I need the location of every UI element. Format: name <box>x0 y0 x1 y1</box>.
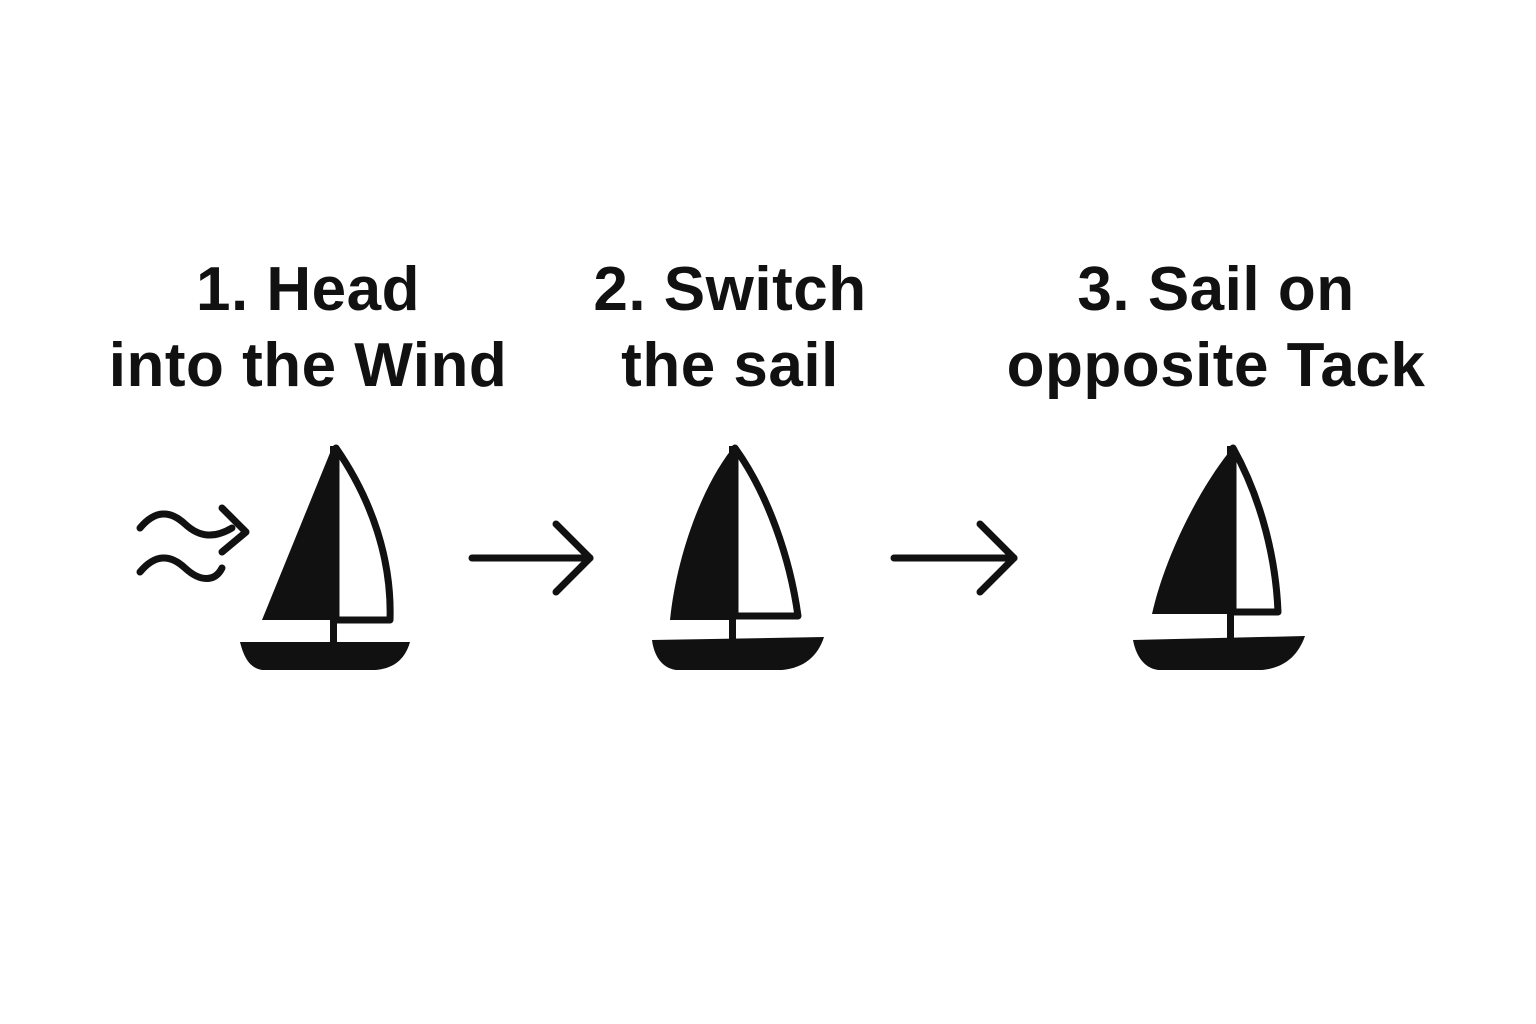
step-3-label-line-1: 3. Sail on <box>1077 255 1355 324</box>
sailboat-icon <box>240 444 410 670</box>
sailboat-3-hull <box>1133 636 1305 670</box>
sailboat-1-hull <box>240 642 410 670</box>
step-2-label: 2. Switch the sail <box>500 252 960 404</box>
arrow-right-icon <box>468 520 594 596</box>
sailboat-icon <box>1133 444 1305 670</box>
sailboat-2-mast <box>729 446 736 642</box>
step-2-label-line-2: the sail <box>621 331 839 400</box>
sailboat-1-mast <box>330 446 337 642</box>
step-1-label-line-1: 1. Head <box>195 255 421 324</box>
sailboat-2-filled-sail <box>670 450 731 620</box>
sailboat-icon <box>652 444 824 670</box>
sailboat-1-filled-sail <box>262 448 332 620</box>
sailboat-2-hull <box>652 637 824 670</box>
step-1-label: 1. Head into the Wind <box>78 252 538 404</box>
sailboat-3-outline-sail <box>1229 444 1282 616</box>
arrow-right-icon <box>890 520 1018 596</box>
wind-icon <box>136 504 250 582</box>
sailboat-3-mast <box>1227 446 1234 640</box>
step-1-label-line-2: into the Wind <box>108 331 508 400</box>
sailboat-1-outline-sail <box>332 444 394 624</box>
step-2-label-line-1: 2. Switch <box>593 255 867 324</box>
step-3-label: 3. Sail on opposite Tack <box>986 252 1446 404</box>
sailboat-2-outline-sail <box>731 444 802 620</box>
step-3-label-line-2: opposite Tack <box>1006 331 1426 400</box>
sailboat-3-filled-sail <box>1152 452 1229 614</box>
